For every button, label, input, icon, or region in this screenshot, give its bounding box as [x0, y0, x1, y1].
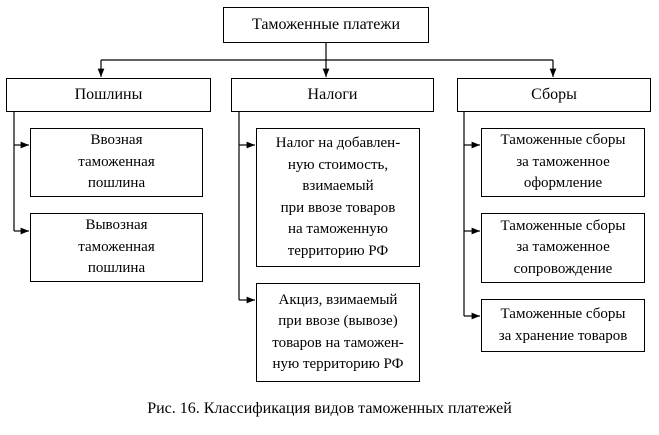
leaf-line: за таможенное: [516, 153, 610, 170]
leaf-line: таможенная: [78, 153, 155, 170]
root-node: Таможенные платежи: [223, 7, 429, 43]
leaf-line: взимаемый: [302, 178, 374, 194]
leaf-node-vat: Налог на добавлен- ную стоимость, взимае…: [256, 128, 420, 267]
leaf-line: Ввозная: [90, 132, 143, 149]
leaf-line: территорию РФ: [287, 242, 389, 259]
leaf-node-escort-fee: Таможенные сборы за таможенное сопровожд…: [481, 213, 645, 283]
category-label-sbory: Сборы: [531, 86, 577, 104]
category-label-poshliny: Пошлины: [74, 86, 143, 104]
leaf-line: оформление: [523, 175, 603, 192]
leaf-node-clearance-fee: Таможенные сборы за таможенное оформлени…: [481, 128, 645, 197]
root-label: Таможенные платежи: [251, 16, 401, 34]
leaf-line: Вывозная: [85, 217, 148, 234]
leaf-node-excise: Акциз, взимаемый при ввозе (вывозе) това…: [256, 283, 420, 382]
leaf-line: Акциз, взимаемый: [278, 291, 398, 308]
leaf-line: Налог на добавлен-: [275, 135, 401, 151]
leaf-line: Таможенные сборы: [500, 306, 626, 322]
leaf-line: ную территорию РФ: [272, 356, 404, 372]
category-node-nalogi: Налоги: [231, 78, 434, 112]
leaf-node-storage-fee: Таможенные сборы за хранение товаров: [481, 299, 645, 352]
leaf-line: пошлина: [87, 260, 146, 277]
category-node-poshliny: Пошлины: [6, 78, 211, 112]
leaf-line: Таможенные сборы: [500, 132, 626, 149]
leaf-line: на таможенную: [287, 221, 389, 237]
leaf-line: таможенная: [78, 238, 155, 255]
leaf-node-import-duty: Ввозная таможенная пошлина: [30, 128, 203, 197]
leaf-line: при ввозе товаров: [280, 199, 396, 216]
leaf-line: Таможенные сборы: [500, 217, 626, 234]
figure-caption: Рис. 16. Классификация видов таможенных …: [147, 400, 512, 417]
category-label-nalogi: Налоги: [307, 86, 358, 104]
leaf-line: сопровождение: [513, 260, 613, 277]
leaf-line: пошлина: [87, 175, 146, 192]
category-node-sbory: Сборы: [457, 78, 651, 112]
leaf-line: ную стоимость,: [287, 156, 389, 173]
leaf-line: за таможенное: [516, 239, 610, 256]
leaf-line: товаров на таможен-: [272, 334, 404, 351]
leaf-line: за хранение товаров: [498, 327, 628, 344]
leaf-node-export-duty: Вывозная таможенная пошлина: [30, 213, 203, 282]
leaf-line: при ввозе (вывозе): [278, 313, 398, 329]
